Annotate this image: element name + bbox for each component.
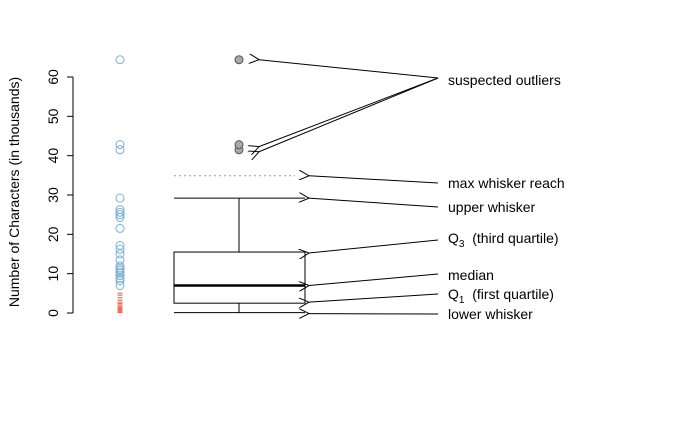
strip-point-34 [115, 140, 125, 150]
annotation-arrows [259, 60, 439, 314]
y-tick-label-60: 60 [45, 69, 61, 85]
strip-point-25 [115, 244, 125, 254]
y-tick-label-30: 30 [45, 187, 61, 203]
label-q3: Q3 (third quartile) [448, 230, 559, 250]
outlier-1 [234, 140, 244, 150]
strip-point-16 [115, 273, 125, 283]
y-axis-label: Number of Characters (in thousands) [6, 77, 22, 307]
y-tick-label-0: 0 [45, 309, 61, 317]
label-suspected-outliers: suspected outliers [448, 72, 561, 88]
arrow-outlier-0 [259, 60, 439, 79]
label-q1-rest: (first quartile) [464, 286, 553, 302]
strip-point-24 [115, 249, 125, 259]
label-q3-sub: 3 [459, 239, 465, 250]
boxplot [173, 55, 306, 314]
label-median: median [448, 267, 494, 283]
arrow-max-whisker-reach [309, 176, 439, 184]
label-lower-whisker: lower whisker [448, 306, 533, 322]
arrow-upper-whisker [309, 198, 439, 208]
label-q3-rest: (third quartile) [464, 230, 558, 246]
strip-point-33 [115, 145, 125, 155]
arrow-outlier-2 [259, 77, 439, 152]
strip-point-30 [115, 207, 125, 217]
strip-point-26 [115, 240, 125, 250]
label-q3-main: Q [448, 230, 459, 246]
label-q1: Q1 (first quartile) [448, 286, 554, 306]
strip-point-22 [115, 261, 125, 271]
strip-point-15 [115, 276, 125, 286]
box-iqr [173, 251, 306, 304]
outlier-2 [234, 55, 244, 65]
y-tick-label-20: 20 [45, 226, 61, 242]
label-q1-sub: 1 [459, 295, 465, 306]
y-axis-ticks: 0 10 20 30 40 50 60 [45, 69, 73, 317]
strip-point-14 [115, 280, 125, 290]
strip-point-35 [115, 55, 125, 65]
strip-point-31 [115, 205, 125, 215]
strip-point-23 [115, 255, 125, 265]
y-tick-label-10: 10 [45, 266, 61, 282]
strip-point-29 [115, 210, 125, 220]
strip-point-17 [115, 271, 125, 281]
arrow-outlier-1 [259, 77, 439, 147]
strip-points [115, 55, 125, 314]
strip-point-27 [115, 223, 125, 233]
arrow-median [309, 273, 439, 285]
arrow-q3 [309, 239, 439, 253]
label-upper-whisker: upper whisker [448, 199, 535, 215]
label-q1-main: Q [448, 286, 459, 302]
y-tick-label-40: 40 [45, 148, 61, 164]
y-tick-label-50: 50 [45, 108, 61, 124]
strip-point-32 [115, 193, 125, 203]
arrow-q1 [309, 293, 439, 302]
label-max-whisker-reach: max whisker reach [448, 175, 565, 191]
